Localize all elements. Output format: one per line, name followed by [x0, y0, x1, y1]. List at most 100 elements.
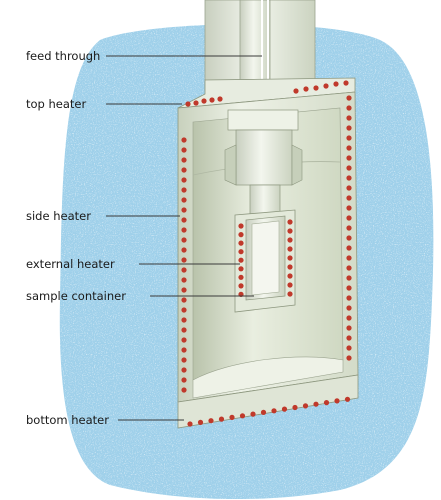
- top-heater-coil: [323, 83, 329, 89]
- side-heater-coil: [181, 287, 187, 293]
- external-heater-coil: [238, 274, 244, 280]
- side-heater-coil: [181, 277, 187, 283]
- external-heater-coil: [238, 240, 244, 246]
- side-heater-coil: [181, 357, 187, 363]
- label-top-heater: top heater: [26, 97, 87, 111]
- side-heater-coil: [181, 297, 187, 303]
- bottom-heater-coil: [187, 421, 193, 427]
- side-heater-coil: [346, 225, 352, 231]
- top-heater-coil: [343, 80, 349, 86]
- top-heater-coil: [303, 86, 309, 92]
- side-heater-coil: [346, 335, 352, 341]
- side-heater-coil: [346, 345, 352, 351]
- side-heater-coil: [346, 325, 352, 331]
- bottom-heater-coil: [313, 401, 319, 407]
- side-heater-coil: [346, 315, 352, 321]
- side-heater-coil: [181, 327, 187, 333]
- side-heater-coil: [346, 145, 352, 151]
- side-heater-coil: [181, 227, 187, 233]
- top-heater-coil: [193, 100, 199, 106]
- side-heater-coil: [181, 387, 187, 393]
- side-heater-coil: [181, 207, 187, 213]
- external-heater-coil: [287, 219, 293, 225]
- side-heater-coil: [181, 377, 187, 383]
- side-heater-coil: [346, 245, 352, 251]
- side-heater-coil: [346, 255, 352, 261]
- side-heater-coil: [346, 175, 352, 181]
- side-heater-coil: [346, 295, 352, 301]
- side-heater-coil: [181, 257, 187, 263]
- external-heater-coil: [287, 237, 293, 243]
- side-heater-coil: [346, 205, 352, 211]
- external-heater-coil: [287, 264, 293, 270]
- side-heater-coil: [346, 135, 352, 141]
- side-heater-coil: [346, 305, 352, 311]
- external-heater-coil: [238, 223, 244, 229]
- bottom-heater-coil: [323, 400, 330, 406]
- top-heater-coil: [293, 88, 299, 94]
- side-heater-coil: [346, 265, 352, 271]
- label-bottom-heater: bottom heater: [26, 413, 109, 427]
- external-heater-coil: [287, 255, 293, 261]
- external-heater-coil: [238, 283, 244, 289]
- side-heater-coil: [346, 155, 352, 161]
- external-heater-coil: [238, 266, 244, 272]
- bottom-heater-coil: [271, 408, 277, 414]
- side-heater-coil: [346, 165, 352, 171]
- bottom-heater-coil: [344, 396, 351, 402]
- side-heater-coil: [181, 197, 187, 203]
- side-heater-coil: [346, 105, 352, 111]
- label-sample-container: sample container: [26, 289, 126, 303]
- bottom-heater-coil: [239, 413, 246, 419]
- external-heater-coil: [287, 273, 293, 279]
- top-heater-coil: [217, 96, 223, 102]
- side-heater-coil: [181, 177, 187, 183]
- bottom-heater-coil: [260, 409, 267, 415]
- external-heater-coil: [287, 228, 293, 234]
- side-heater-coil: [181, 317, 187, 323]
- leader-lines: [106, 55, 262, 421]
- side-heater-coil: [181, 167, 187, 173]
- bottom-heater-coil: [250, 411, 256, 417]
- feed-through-fitting: [224, 109, 303, 216]
- external-heater-coil: [287, 282, 293, 288]
- top-heater-coil: [185, 101, 191, 107]
- side-heater-coil: [346, 195, 352, 201]
- side-heater-coil: [346, 235, 352, 241]
- side-heater-coil: [181, 187, 187, 193]
- side-heater-coil: [181, 237, 187, 243]
- bottom-heater-coil: [302, 403, 309, 409]
- side-heater-coil: [181, 247, 187, 253]
- side-heater-coil: [181, 157, 187, 163]
- top-heater-coil: [209, 97, 215, 103]
- side-heater-coil: [346, 285, 352, 291]
- bottom-heater-coil: [292, 404, 298, 411]
- bottom-heater-coil: [218, 416, 225, 422]
- external-heater-coil: [287, 246, 293, 252]
- top-heater-coil: [313, 85, 319, 91]
- side-heater-coil: [346, 125, 352, 131]
- sample-assembly: [234, 209, 296, 313]
- top-heater-coil: [201, 98, 207, 104]
- bottom-heater-coil: [208, 418, 214, 424]
- side-heater-coil: [346, 115, 352, 121]
- bottom-heater-coil: [197, 419, 204, 425]
- label-external-heater: external heater: [26, 257, 115, 271]
- side-heater-coil: [181, 337, 187, 343]
- side-heater-coil: [181, 367, 187, 373]
- side-heater-coil: [346, 215, 352, 221]
- side-heater-coil: [346, 95, 352, 101]
- side-heater-coil: [346, 275, 352, 281]
- side-heater-coil: [181, 347, 187, 353]
- external-heater-coil: [238, 249, 244, 255]
- side-heater-coil: [181, 137, 187, 143]
- external-heater-coil: [287, 291, 293, 297]
- side-heater-coil: [346, 355, 352, 361]
- side-heater-coil: [181, 147, 187, 153]
- side-heater-coil: [181, 217, 187, 223]
- bottom-heater-coil: [334, 398, 340, 404]
- bottom-heater-coil: [229, 414, 235, 420]
- side-heater-coil: [346, 185, 352, 191]
